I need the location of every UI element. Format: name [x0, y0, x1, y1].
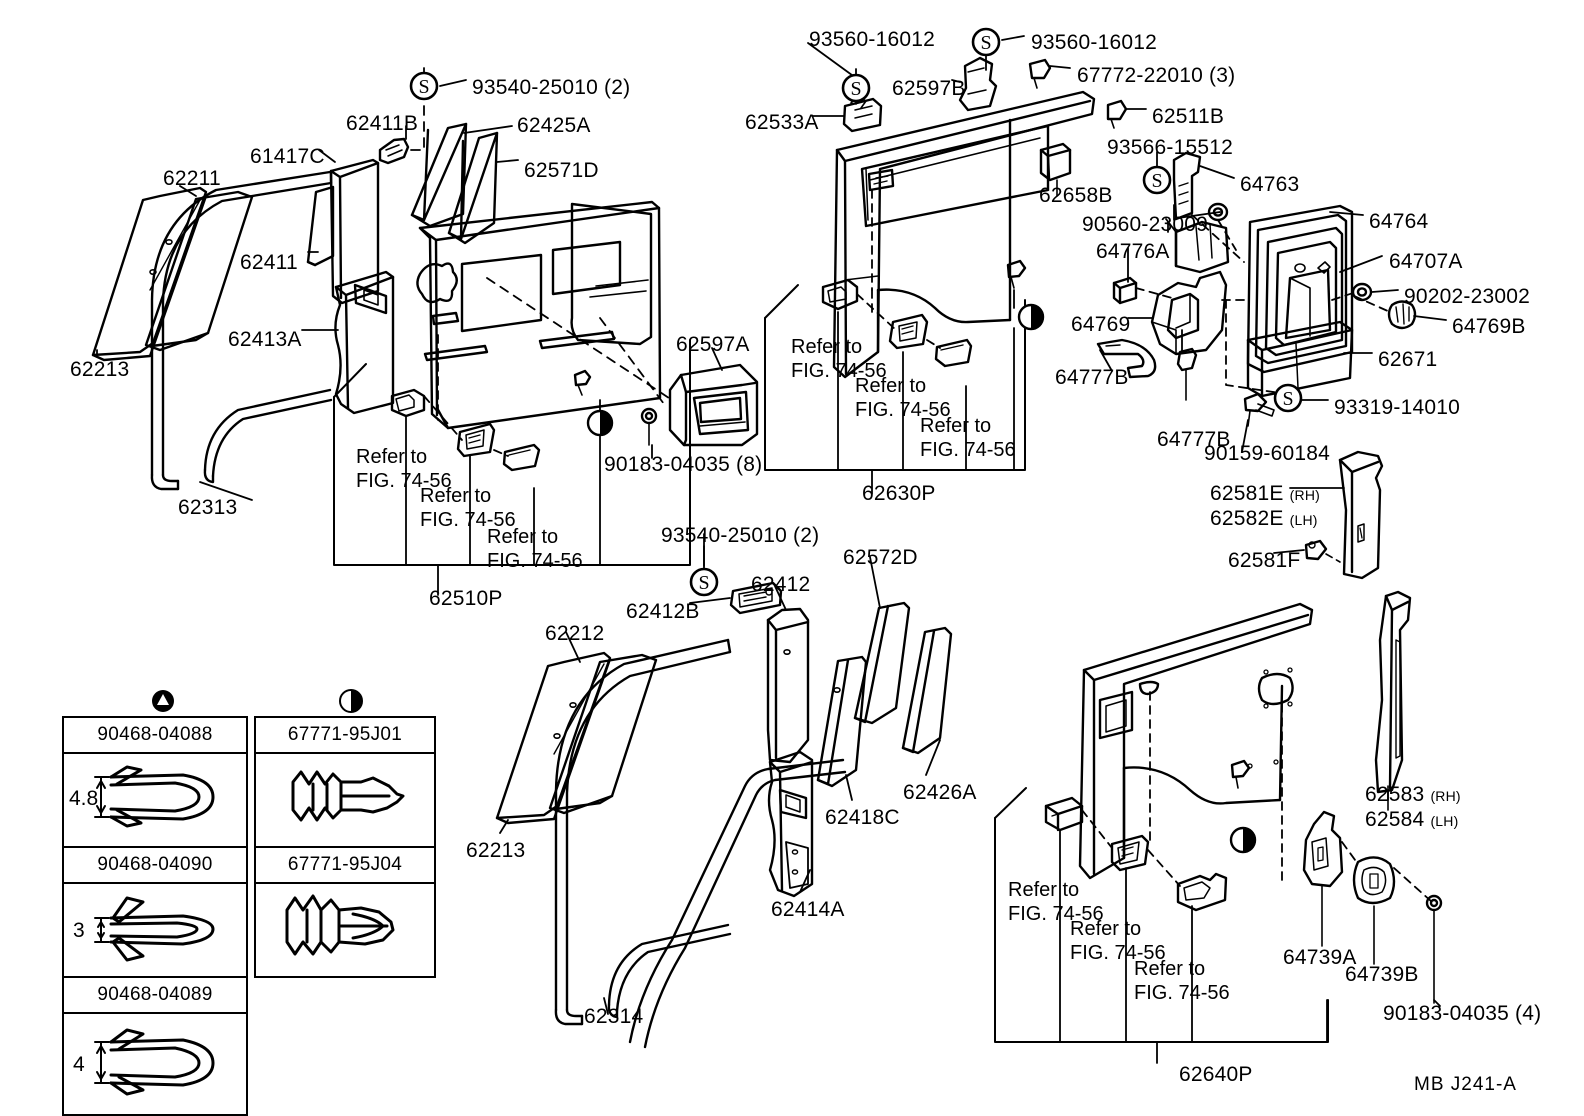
legend-part-no: 67771-95J04: [254, 846, 436, 884]
refer-to-note: Refer to FIG. 74-56: [1070, 918, 1166, 964]
half-filled-circle-icon: [338, 688, 364, 719]
part-number-label: 62658B: [1039, 184, 1113, 207]
part-number-label: 62213: [70, 358, 130, 381]
part-number-label: 64707A: [1389, 250, 1463, 273]
part-number-label: 90202-23002: [1404, 285, 1530, 308]
svg-text:S: S: [1151, 170, 1162, 192]
part-number-label: 62572D: [843, 546, 918, 569]
part-number-label: 62511B: [1152, 105, 1225, 128]
service-bolt-s-marker-icon: S: [689, 567, 719, 597]
refer-to-note: Refer to FIG. 74-56: [920, 415, 1016, 461]
part-number-label: 62313: [178, 496, 238, 519]
svg-text:S: S: [418, 76, 429, 98]
refer-to-note: Refer to FIG. 74-56: [1134, 958, 1230, 1004]
part-number-label: 62425A: [517, 114, 591, 137]
refer-to-note: Refer to FIG. 74-56: [791, 336, 887, 382]
part-number-label: 93560-16012: [1031, 31, 1157, 54]
part-number-label: 64776A: [1096, 240, 1170, 263]
part-number-label: 61417C: [250, 145, 325, 168]
part-number-label: 64777B: [1055, 366, 1129, 389]
part-number-label: 64777B: [1157, 428, 1231, 451]
svg-text:S: S: [1282, 388, 1293, 410]
legend-dimension: 4.8: [69, 787, 98, 810]
part-number-label: 67772-22010 (3): [1077, 64, 1236, 87]
service-bolt-s-marker-icon: S: [1273, 383, 1303, 413]
legend-dimension: 3: [73, 919, 85, 942]
part-number-label: 62630P: [862, 482, 936, 505]
part-number-label: 62640P: [1179, 1063, 1253, 1086]
part-number-label: 62418C: [825, 806, 900, 829]
refer-to-note: Refer to FIG. 74-56: [1008, 879, 1104, 925]
part-number-label: 90183-04035 (8): [604, 453, 763, 476]
legend-part-no: 90468-04088: [62, 716, 248, 754]
part-number-label: 64764: [1369, 210, 1429, 233]
part-number-label: 90560-23009: [1082, 213, 1208, 236]
part-number-label: 62597B: [892, 77, 966, 100]
part-number-label: 90183-04035 (4): [1383, 1002, 1542, 1025]
part-number-label: 62411B: [346, 112, 419, 135]
part-no-rh: 62581E (RH): [1210, 482, 1320, 505]
triangle-in-circle-icon: [150, 688, 176, 719]
svg-text:S: S: [698, 572, 709, 594]
part-number-label: 62213: [466, 839, 526, 862]
legend-part-no: 67771-95J01: [254, 716, 436, 754]
part-number-label: 64739A: [1283, 946, 1357, 969]
part-number-label: 62412: [751, 573, 811, 596]
legend-dimension: 4: [73, 1053, 85, 1076]
refer-to-note: Refer to FIG. 74-56: [356, 446, 452, 492]
part-number-label-rh-lh: 62581E (RH)62582E (LH): [1210, 482, 1320, 532]
part-number-label: 64763: [1240, 173, 1300, 196]
part-number-label: 62510P: [429, 587, 503, 610]
part-number-label: 62426A: [903, 781, 977, 804]
diagram-footer-code: MB J241-A: [1414, 1074, 1517, 1095]
svg-text:S: S: [850, 78, 861, 100]
part-number-label: 64769B: [1452, 315, 1526, 338]
part-no-lh: 62582E (LH): [1210, 506, 1318, 530]
service-bolt-s-marker-icon: S: [841, 73, 871, 103]
part-number-label: 93540-25010 (2): [661, 524, 820, 547]
part-number-label: 62212: [545, 622, 605, 645]
part-no-lh: 62584 (LH): [1365, 807, 1459, 831]
part-number-label: 62671: [1378, 348, 1438, 371]
part-number-label: 62411: [240, 251, 298, 274]
legend-column-right: 67771-95J01 67771-95J04: [254, 689, 436, 978]
part-number-label: 62412B: [626, 600, 700, 623]
refer-to-note: Refer to FIG. 74-56: [420, 485, 516, 531]
part-number-label: 93540-25010 (2): [472, 76, 631, 99]
part-number-label: 62571D: [524, 159, 599, 182]
refer-to-note: Refer to FIG. 74-56: [855, 375, 951, 421]
part-number-label: 62597A: [676, 333, 750, 356]
half-filled-circle-marker-icon: [1229, 826, 1257, 854]
half-filled-circle-marker-icon: [1017, 303, 1045, 331]
part-number-label: 62414A: [771, 898, 845, 921]
part-number-label: 90159-60184: [1204, 442, 1330, 465]
part-number-label: 62533A: [745, 111, 819, 134]
legend-part-no: 90468-04090: [62, 846, 248, 884]
part-number-label: 93319-14010: [1334, 396, 1460, 419]
refer-to-note: Refer to FIG. 74-56: [487, 526, 583, 572]
part-number-label: 62314: [584, 1005, 644, 1028]
legend-part-no: 90468-04089: [62, 976, 248, 1014]
part-number-label: 62211: [163, 167, 221, 190]
part-number-label: 62581F: [1228, 549, 1301, 572]
service-bolt-s-marker-icon: S: [1142, 165, 1172, 195]
part-no-rh: 62583 (RH): [1365, 783, 1461, 806]
svg-text:S: S: [980, 32, 991, 54]
half-filled-circle-marker-icon: [586, 409, 614, 437]
part-number-label: 64739B: [1345, 963, 1419, 986]
part-number-label: 64769: [1071, 313, 1131, 336]
legend-column-left: 90468-04088 4.8 90468-0409: [62, 690, 248, 1116]
part-number-label: 62413A: [228, 328, 302, 351]
part-number-label: 93560-16012: [809, 28, 935, 51]
part-number-label: 93566-15512: [1107, 136, 1233, 159]
part-number-label-rh-lh: 62583 (RH)62584 (LH): [1365, 783, 1461, 833]
service-bolt-s-marker-icon: S: [971, 27, 1001, 57]
service-bolt-s-marker-icon: S: [409, 71, 439, 101]
